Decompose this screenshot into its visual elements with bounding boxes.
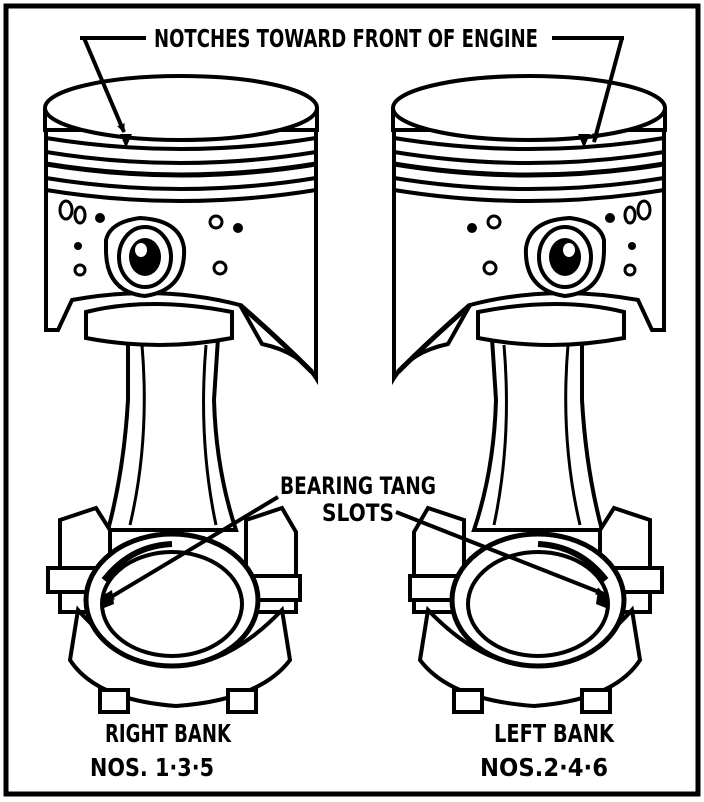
notches-leader-right [592,37,624,143]
right-bank-assembly [45,76,317,712]
right-bank-label: RIGHT BANK [105,719,232,748]
bearing-leader-right [395,510,605,596]
notches-leader-left [82,37,126,133]
bearing-leader-left [104,495,280,602]
right-bank-numbers: NOS. 1·3·5 [90,753,214,782]
left-bank-numbers: NOS.2·4·6 [480,753,608,782]
frame-border [3,3,701,797]
left-bank-assembly [393,76,665,712]
bearing-tang-label-line2: SLOTS [322,499,394,527]
notches-label: NOTCHES TOWARD FRONT OF ENGINE [154,24,538,53]
left-bank-label: LEFT BANK [494,719,615,748]
bearing-tang-label-line1: BEARING TANG [280,472,436,500]
